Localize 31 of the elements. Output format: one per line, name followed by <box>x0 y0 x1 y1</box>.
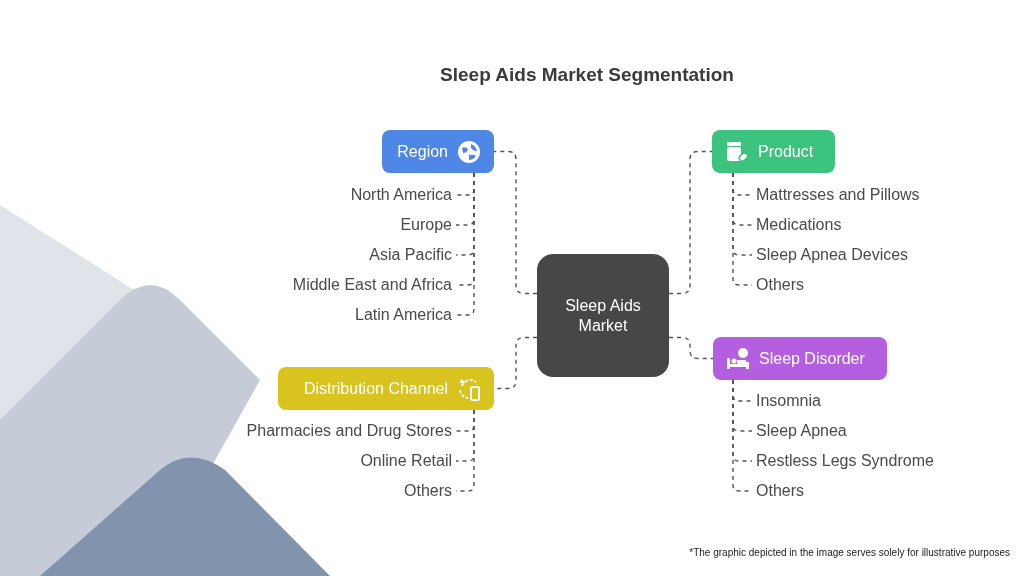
segment-label: Restless Legs Syndrome <box>756 452 934 470</box>
segment-label: Insomnia <box>756 392 821 410</box>
segment-label: Mattresses and Pillows <box>756 186 920 204</box>
center-box: Sleep Aids Market <box>537 254 669 377</box>
category-box <box>713 337 887 380</box>
category-label: Sleep Disorder <box>759 349 865 368</box>
segment-label: Sleep Apnea Devices <box>756 246 909 264</box>
segment-label: Asia Pacific <box>369 246 452 264</box>
segment-label: Europe <box>400 216 452 234</box>
category-box <box>278 367 494 410</box>
connector <box>668 336 714 360</box>
segment-label: Others <box>756 482 804 500</box>
segment-label: Others <box>404 482 452 500</box>
segment-label: Latin America <box>355 306 452 324</box>
segment-label: Online Retail <box>360 452 452 470</box>
diagram-title: Sleep Aids Market Segmentation <box>439 64 735 86</box>
footnote: *The graphic depicted in the image serves solely for illustrative purposes <box>689 547 1010 558</box>
segment-label: North America <box>350 186 452 204</box>
segment-label: Pharmacies and Drug Stores <box>246 422 452 440</box>
segment-label: Others <box>756 276 804 294</box>
segment-label: Sleep Apnea <box>756 422 847 440</box>
connector <box>493 150 538 295</box>
segment-label: Medications <box>756 216 842 234</box>
category-label: Distribution Channel <box>303 379 448 398</box>
segment-label: Middle East and Africa <box>292 276 452 294</box>
connector <box>668 150 713 295</box>
category-box <box>382 130 494 173</box>
category-label: Product <box>758 142 814 161</box>
category-box <box>712 130 835 173</box>
connector <box>455 172 475 316</box>
category-label: Region <box>397 142 448 161</box>
